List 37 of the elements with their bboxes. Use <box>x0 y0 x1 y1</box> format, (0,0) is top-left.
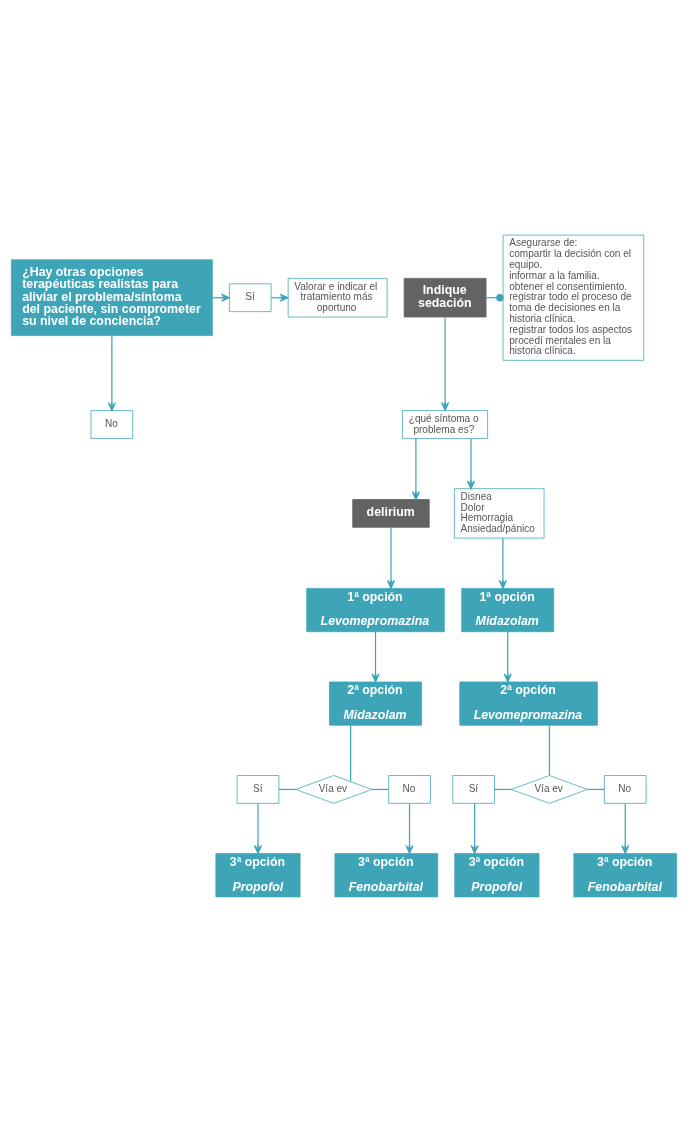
node-box: No <box>90 409 134 439</box>
connector <box>350 724 352 782</box>
arrow <box>621 802 630 854</box>
arrow <box>411 437 420 500</box>
node-box: delirium <box>352 498 430 528</box>
node-box: 3ª opción Propofol <box>215 852 301 897</box>
node-diamond: Vía ev <box>295 774 373 804</box>
node-box: Indique sedación <box>403 277 487 317</box>
node-box: Asegurarse de: compartir la decisión con el equipo. informar a la familia. obtener el consentimiento. registrar todo el proceso de toma de decisiones en la historia clínica. registrar todos los aspectos procedí mentales en la historia clínica. <box>502 234 645 361</box>
arrow <box>107 334 116 411</box>
node-box: 3ª opción Fenobarbital <box>334 852 439 897</box>
node-box: 3ª opción Propofol <box>454 852 540 897</box>
node-box: ¿qué síntoma o problema es? <box>402 409 488 439</box>
node-box: 2ª opción Levomepromazina <box>459 681 598 726</box>
arrow <box>405 802 414 854</box>
node-box: No <box>388 774 431 804</box>
node-box: No <box>603 774 647 804</box>
connector <box>548 724 551 776</box>
arrow <box>503 630 512 682</box>
node-diamond: Vía ev <box>511 774 588 804</box>
arrow <box>466 437 476 489</box>
node-box: 2ª opción Midazolam <box>329 681 422 726</box>
node-box: 1ª opción Midazolam <box>461 587 555 632</box>
arrow <box>441 316 450 411</box>
node-box: Sí <box>452 774 495 804</box>
arrow <box>253 802 263 854</box>
node-box: ¿Hay otras opciones terapéuticas realistas para aliviar el problema/síntoma del paciente, sin comprometer su nivel de conciencia? <box>10 258 213 336</box>
arrow <box>498 537 507 589</box>
node-box: Disnea Dolor Hemorragia Ansiedad/pánico <box>454 487 545 539</box>
node-box: Valorar e indicar el tratamiento más oportuno <box>287 277 388 317</box>
node-box: Sí <box>236 774 280 804</box>
arrow <box>470 802 479 854</box>
node-box: 3ª opción Fenobarbital <box>573 852 678 897</box>
node-box: Sí <box>229 282 272 312</box>
node-box: 1ª opción Levomepromazina <box>306 587 445 632</box>
arrow <box>386 526 396 589</box>
arrow <box>371 630 380 682</box>
